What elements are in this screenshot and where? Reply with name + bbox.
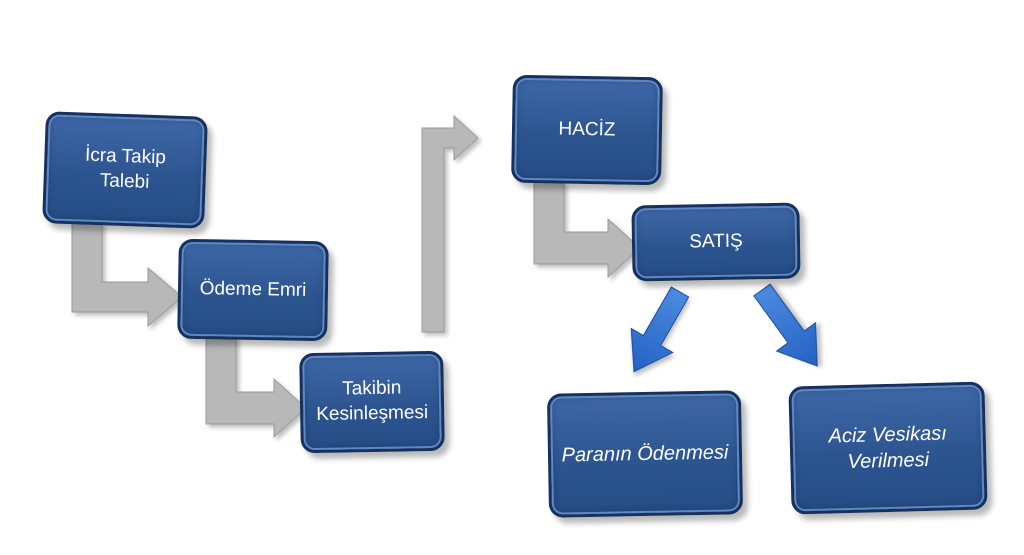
- elbow-arrow-1: [71, 221, 183, 328]
- node-label: Ödeme Emri: [199, 277, 307, 301]
- node-label: HACİZ: [558, 118, 616, 141]
- node-label: İcra Takip Talebi: [84, 144, 167, 193]
- elbow-arrow-4: [533, 181, 641, 279]
- node-icra-takip-talebi: İcra Takip Talebi: [42, 111, 208, 229]
- node-label: SATIŞ: [689, 230, 743, 253]
- branch-arrow-left: [630, 286, 690, 373]
- node-haciz: HACİZ: [511, 74, 663, 186]
- node-satis: SATIŞ: [631, 202, 801, 282]
- up-arrow-3: [421, 114, 479, 333]
- branch-arrow-right: [753, 283, 818, 367]
- elbow-arrow-2: [205, 335, 307, 439]
- node-label: Takibin Kesinleşmesi: [316, 377, 429, 425]
- node-takibin-kesinlesmesi: Takibin Kesinleşmesi: [299, 350, 445, 454]
- node-paranin-odenmesi: Paranın Ödenmesi: [546, 390, 744, 518]
- node-label: Paranın Ödenmesi: [561, 441, 729, 467]
- node-aciz-vesikasi-verilmesi: Aciz Vesikası Verilmesi: [788, 381, 988, 515]
- node-label: Aciz Vesikası Verilmesi: [828, 422, 948, 474]
- node-odeme-emri: Ödeme Emri: [177, 238, 329, 342]
